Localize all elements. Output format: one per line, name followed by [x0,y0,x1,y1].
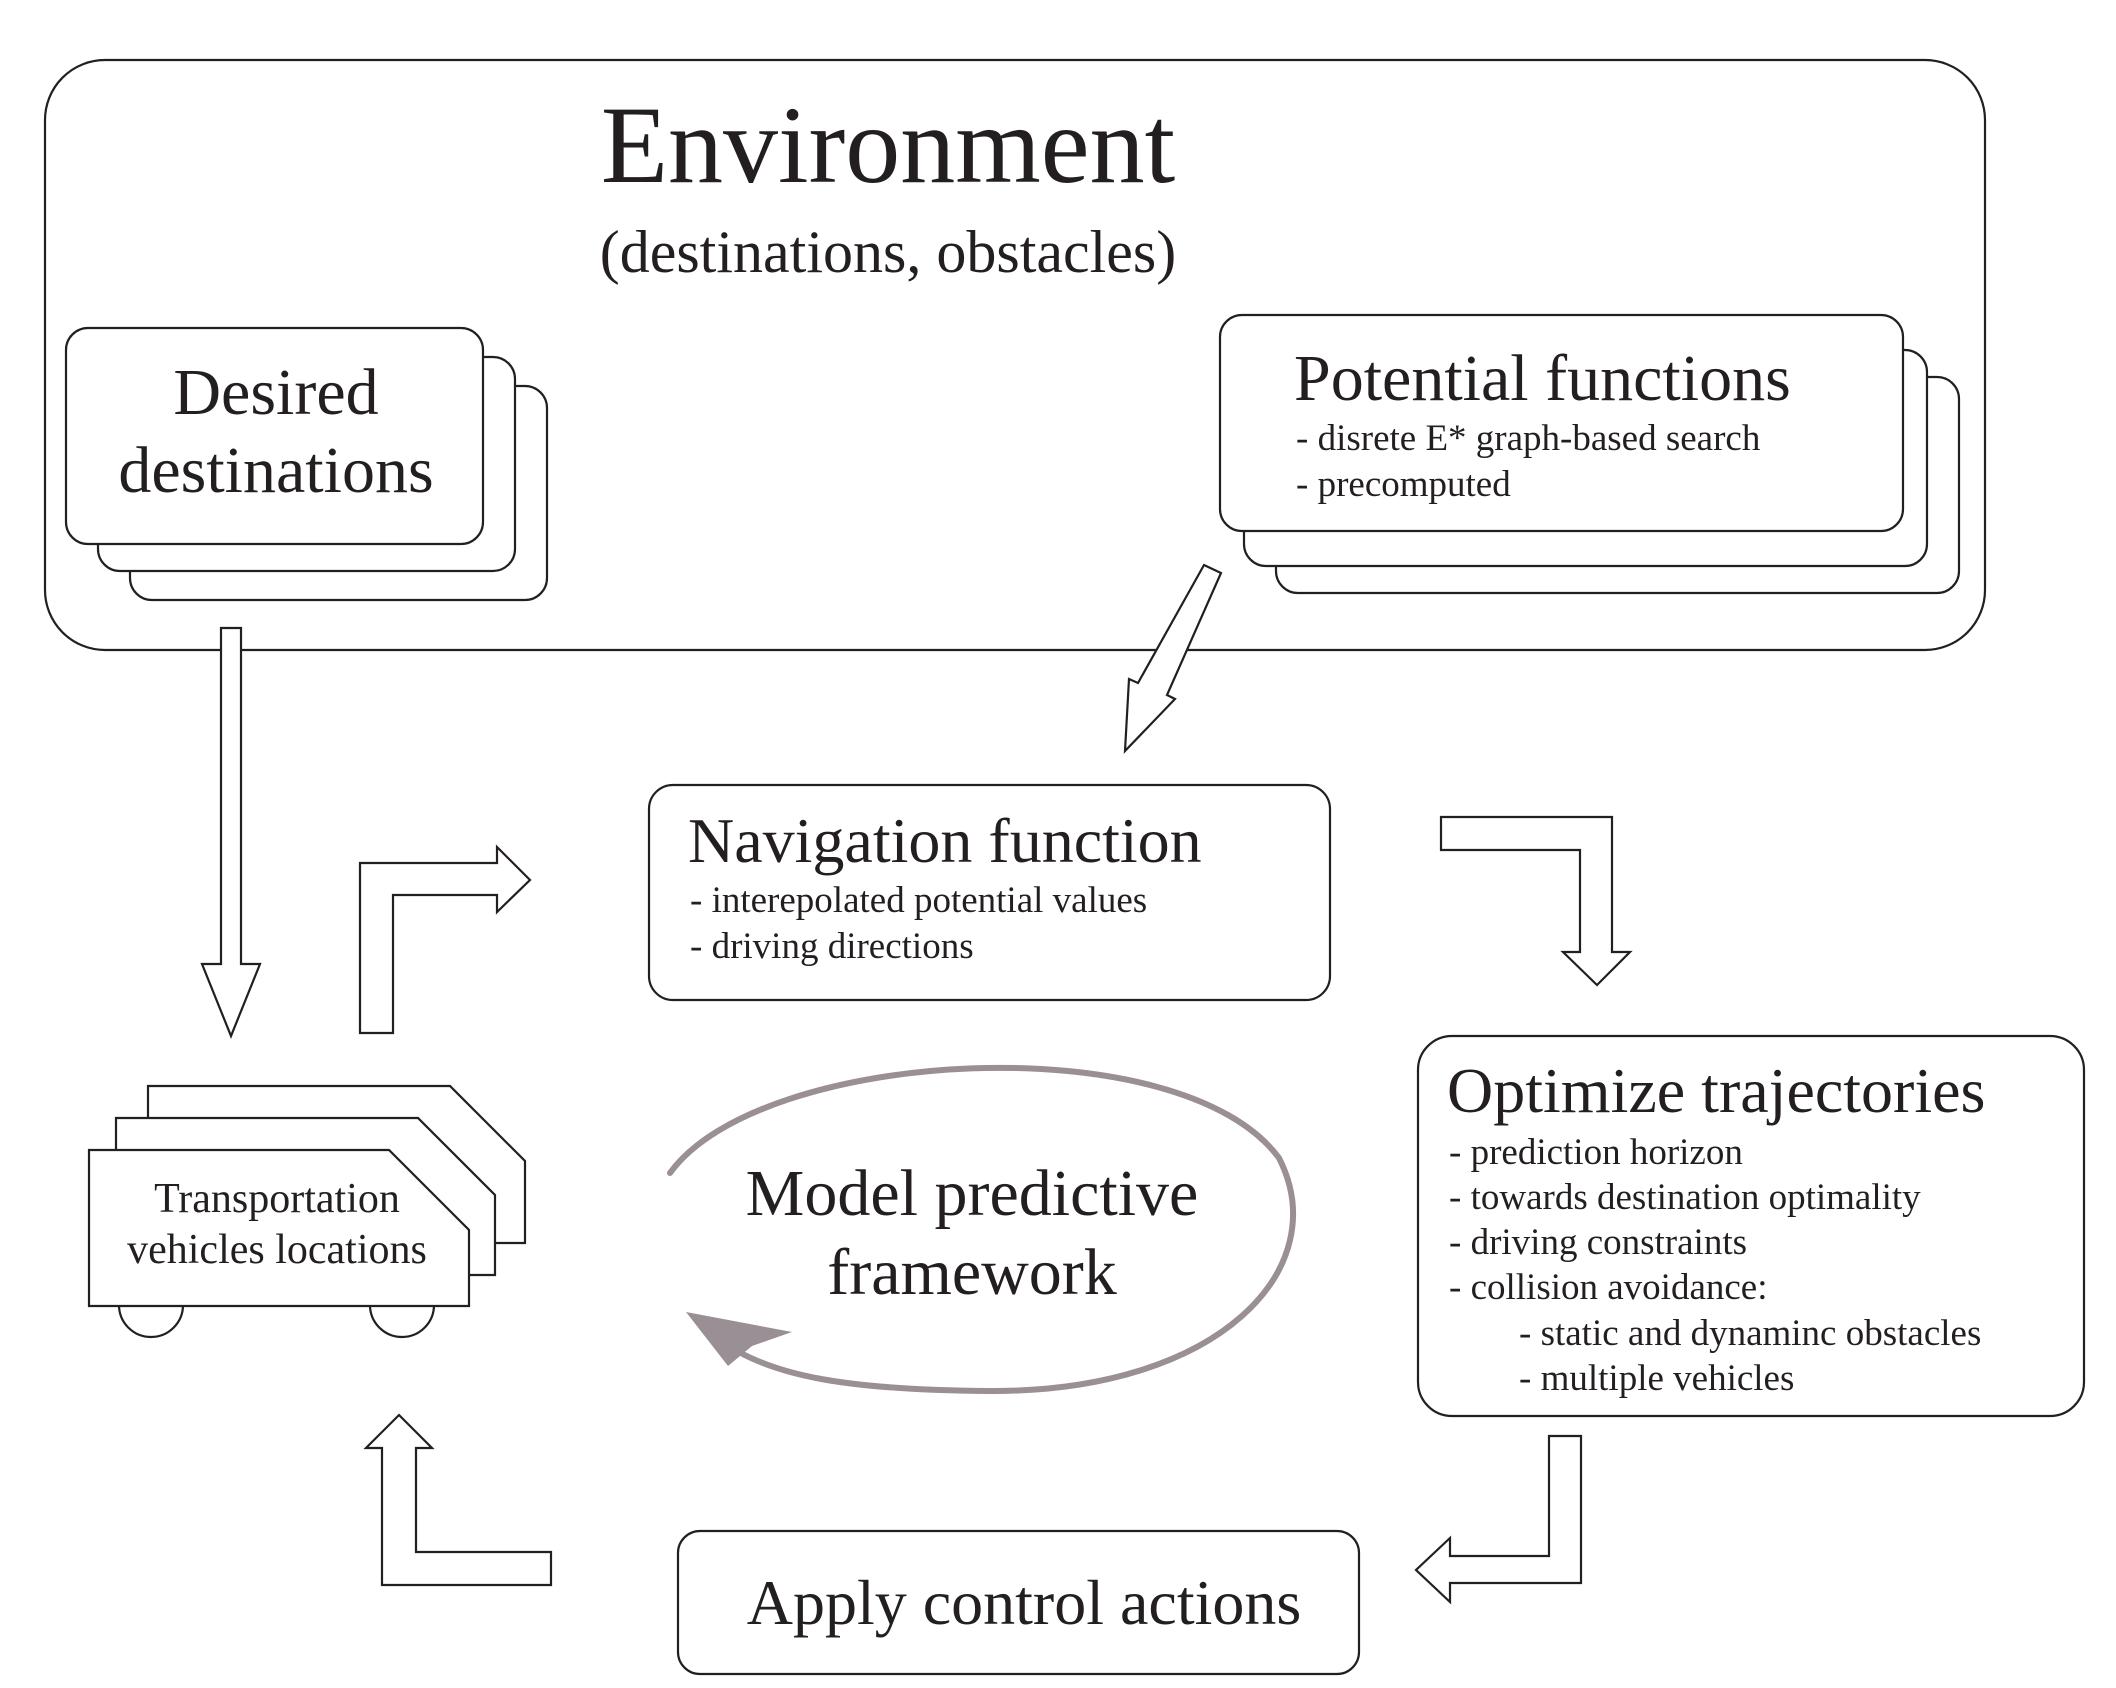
potential-functions-title: Potential functions [1294,342,1791,415]
environment-title: Environment [601,84,1175,206]
optimize-trajectories-item-3: - driving constraints [1449,1222,1747,1263]
potential-functions-stack: Potential functions - disrete E* graph-b… [1218,313,1961,595]
arrow-destinations-to-vehicles [200,626,262,1039]
mpc-line1: Model predictive [746,1157,1199,1230]
arrow-optimize-to-apply [1414,1434,1583,1605]
optimize-trajectories-box [1416,1034,2086,1418]
potential-functions-item-1: - disrete E* graph-based search [1296,418,1761,459]
arrow-navigation-to-optimize [1439,815,1633,987]
navigation-function-item-1: - interepolated potential values [690,880,1147,921]
optimize-trajectories-item-5: - static and dynaminc obstacles [1519,1313,1981,1354]
desired-destinations-stack: Desired destinations [64,326,549,602]
optimize-trajectories-item-6: - multiple vehicles [1519,1358,1794,1399]
navigation-function-title: Navigation function [688,805,1202,876]
vehicles-stack: Transportation vehicles locations [87,1084,527,1339]
mpc-loop-arc [667,1064,1296,1395]
mpc-line2: framework [827,1236,1117,1309]
arrow-vehicles-to-navigation [358,844,532,1035]
apply-control-actions-label: Apply control actions [747,1567,1302,1638]
desired-destinations-line1: Desired [173,356,378,429]
optimize-trajectories-item-2: - towards destination optimality [1449,1177,1921,1218]
navigation-function-box [647,783,1332,1002]
navigation-function-item-2: - driving directions [690,926,974,967]
arrow-apply-to-vehicles [363,1413,553,1587]
optimize-trajectories-item-4: - collision avoidance: [1449,1267,1768,1308]
mpc-loop-arrowhead [686,1312,792,1366]
arrow-potential-to-navigation [1123,563,1223,754]
optimize-trajectories-title: Optimize trajectories [1447,1055,1985,1126]
apply-control-actions-box [676,1529,1361,1676]
environment-subtitle: (destinations, obstacles) [600,219,1177,285]
potential-functions-item-2: - precomputed [1296,464,1511,505]
vehicle-body [87,1148,471,1308]
vehicles-line1: Transportation [154,1176,400,1222]
optimize-trajectories-item-1: - prediction horizon [1449,1132,1743,1173]
desired-destinations-line2: destinations [118,434,433,507]
vehicles-line2: vehicles locations [127,1227,427,1273]
mpc-loop: Model predictive framework [667,1064,1296,1395]
